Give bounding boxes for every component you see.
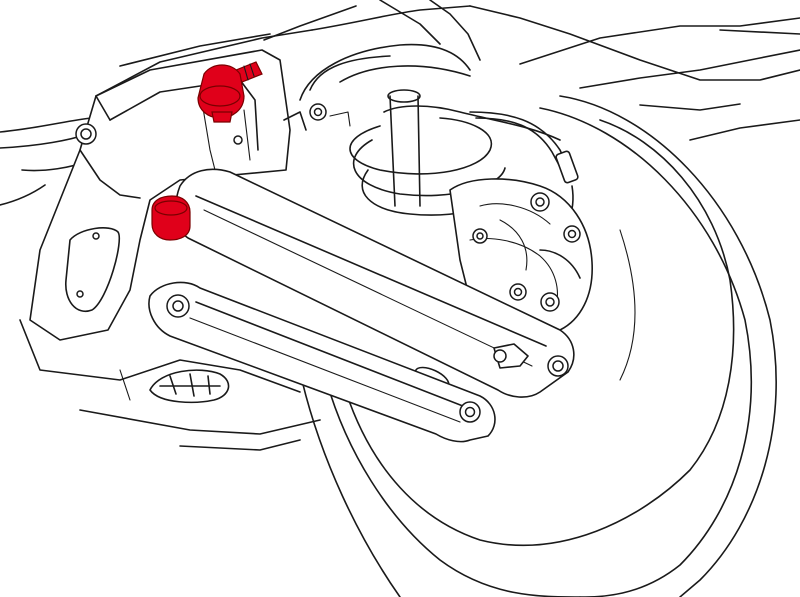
rear-wheel [299, 95, 777, 597]
vehicle-body-outline [0, 0, 800, 206]
inner-pivot-bushing-highlight [151, 195, 191, 241]
lower-control-arm [148, 281, 496, 443]
upper-fasteners [283, 103, 351, 131]
lower-subframe [19, 319, 321, 451]
upper-mount-bushing-highlight [197, 61, 263, 123]
